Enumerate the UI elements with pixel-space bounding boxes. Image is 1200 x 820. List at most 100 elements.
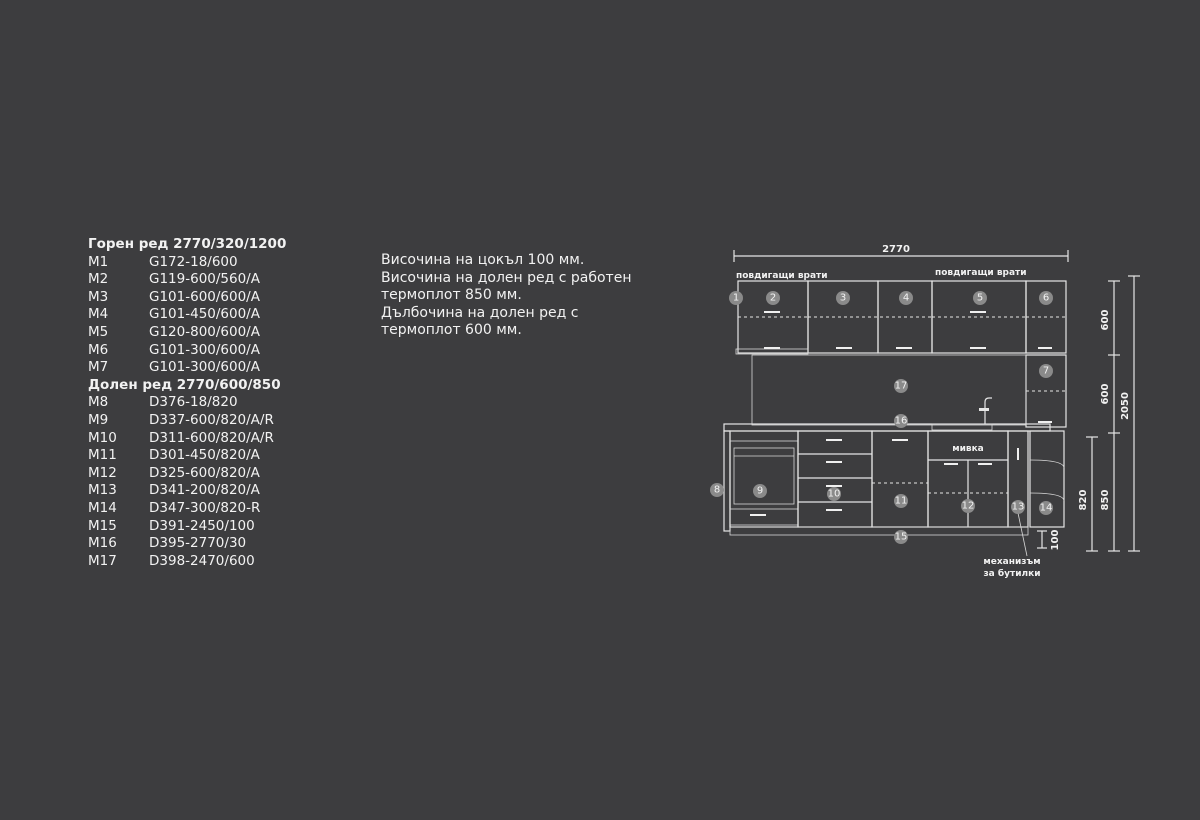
part-code: M6 — [88, 341, 109, 358]
part-row: M4 G101-450/600/A — [88, 306, 286, 324]
part-code: M15 — [88, 517, 117, 534]
part-row: M3 G101-600/600/A — [88, 289, 286, 307]
dim-mid-600: 600 — [1100, 384, 1111, 405]
part-spec: G101-600/600/A — [149, 288, 260, 305]
badge-15: 15 — [894, 530, 908, 544]
part-code: M3 — [88, 288, 109, 305]
part-code: M10 — [88, 429, 117, 446]
dim-100: 100 — [1050, 530, 1061, 551]
mechanism-label-line2: за бутилки — [983, 568, 1040, 579]
lower-cabinets — [723, 430, 1065, 536]
part-spec: D376-18/820 — [149, 394, 238, 411]
kitchen-elevation-drawing: 2770 повдигащи врати повдигащи врати — [710, 244, 1140, 579]
part-spec: D311-600/820/A/R — [149, 429, 274, 446]
part-code: M17 — [88, 552, 117, 569]
part-row: M2 G119-600/560/A — [88, 271, 286, 289]
part-row: M5 G120-800/600/A — [88, 324, 286, 342]
part-code: M16 — [88, 535, 117, 552]
svg-text:16: 16 — [895, 416, 908, 427]
svg-text:7: 7 — [1043, 366, 1049, 377]
svg-text:5: 5 — [977, 293, 983, 304]
part-row: M1 G172-18/600 — [88, 254, 286, 272]
lift-doors-label-left: повдигащи врати — [736, 271, 828, 281]
svg-text:17: 17 — [895, 381, 908, 392]
part-code: M7 — [88, 359, 109, 376]
dim-upper-600: 600 — [1100, 310, 1111, 331]
svg-text:6: 6 — [1043, 293, 1049, 304]
part-spec: G101-300/600/A — [149, 359, 260, 376]
svg-text:4: 4 — [903, 293, 909, 304]
part-code: M9 — [88, 411, 109, 428]
spec-notes: Височина на цокъл 100 мм. Височина на до… — [381, 252, 631, 340]
part-spec: D395-2770/30 — [149, 535, 247, 552]
part-spec: G172-18/600 — [149, 253, 238, 270]
part-code: M1 — [88, 253, 109, 270]
part-spec: G120-800/600/A — [149, 323, 260, 340]
parts-list: Горен ред 2770/320/1200 M1 G172-18/600 M2… — [88, 236, 286, 570]
part-row: M14 D347-300/820-R — [88, 500, 286, 518]
part-code: M4 — [88, 306, 109, 323]
part-row: M7 G101-300/600/A — [88, 359, 286, 377]
worktop — [723, 397, 1051, 432]
part-code: M11 — [88, 447, 117, 464]
part-code: M12 — [88, 464, 117, 481]
upper-row-heading: Горен ред 2770/320/1200 — [88, 236, 287, 252]
upper-cabinets — [735, 280, 1067, 428]
svg-text:8: 8 — [714, 485, 720, 496]
part-row: M11 D301-450/820/A — [88, 447, 286, 465]
part-spec: D347-300/820-R — [149, 499, 261, 516]
part-code: M13 — [88, 482, 117, 499]
badge-13: 13 — [1011, 500, 1025, 514]
note-line: Височина на цокъл 100 мм. — [381, 252, 585, 268]
part-row: M6 G101-300/600/A — [88, 342, 286, 360]
svg-text:14: 14 — [1040, 503, 1053, 514]
dim-total-2050: 2050 — [1120, 392, 1131, 420]
badge-14: 14 — [1039, 501, 1053, 515]
badge-9: 9 — [753, 484, 767, 498]
part-spec: G101-450/600/A — [149, 306, 260, 323]
note-line: Дълбочина на долен ред с — [381, 304, 579, 321]
note-line: Височина на долен ред с работен — [381, 269, 632, 286]
part-code: M5 — [88, 323, 109, 340]
part-row: M17 D398-2470/600 — [88, 553, 286, 571]
badge-17: 17 — [894, 379, 908, 393]
note-line: термоплот 600 мм. — [381, 322, 522, 339]
part-spec: D325-600/820/A — [149, 464, 260, 481]
lift-doors-label-right: повдигащи врати — [935, 268, 1027, 278]
part-row: M10 D311-600/820/A/R — [88, 430, 286, 448]
badge-1: 1 — [729, 291, 743, 305]
svg-text:9: 9 — [757, 486, 763, 497]
svg-text:2: 2 — [770, 293, 776, 304]
badge-12: 12 — [961, 499, 975, 513]
badge-7: 7 — [1039, 364, 1053, 378]
sink-label: мивка — [952, 444, 984, 454]
height-dimensions: 600 600 2050 850 820 100 — [1037, 275, 1140, 552]
svg-text:10: 10 — [828, 489, 841, 500]
badge-16: 16 — [894, 414, 908, 428]
note-line: термоплот 850 мм. — [381, 287, 522, 304]
part-row: M12 D325-600/820/A — [88, 465, 286, 483]
badge-5: 5 — [973, 291, 987, 305]
svg-text:1: 1 — [733, 293, 739, 304]
svg-text:15: 15 — [895, 532, 908, 543]
badge-11: 11 — [894, 494, 908, 508]
part-spec: D398-2470/600 — [149, 552, 255, 569]
part-spec: G101-300/600/A — [149, 341, 260, 358]
mechanism-label-line1: механизъм — [983, 557, 1040, 567]
svg-text:11: 11 — [895, 496, 908, 507]
width-label: 2770 — [882, 244, 910, 255]
part-spec: G119-600/560/A — [149, 271, 260, 288]
part-code: M14 — [88, 499, 117, 516]
part-code: M2 — [88, 271, 109, 288]
badge-3: 3 — [836, 291, 850, 305]
svg-text:13: 13 — [1012, 502, 1025, 513]
part-spec: D301-450/820/A — [149, 447, 260, 464]
badge-6: 6 — [1039, 291, 1053, 305]
badge-2: 2 — [766, 291, 780, 305]
badge-10: 10 — [827, 487, 841, 501]
part-row: M16 D395-2770/30 — [88, 535, 286, 553]
width-dimension: 2770 — [733, 244, 1069, 262]
